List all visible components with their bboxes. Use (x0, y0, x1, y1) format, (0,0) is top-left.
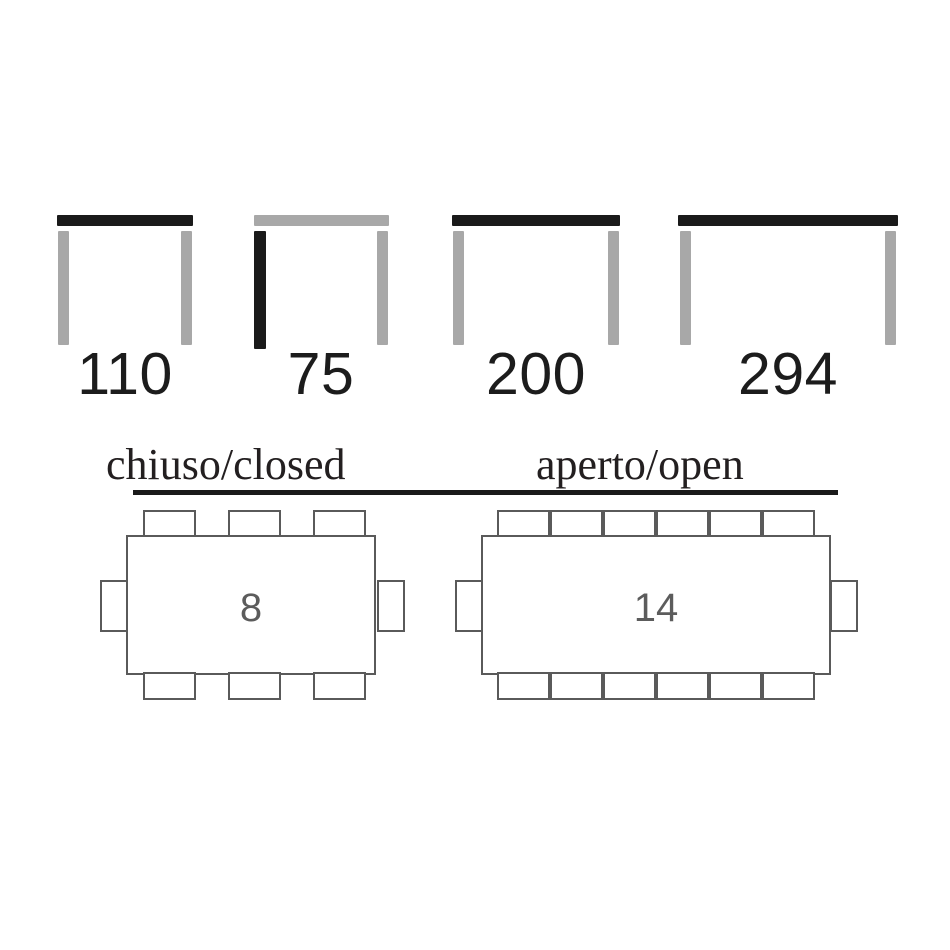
seat-top-3 (313, 510, 366, 538)
seat-bottom-1 (143, 672, 196, 700)
seat-bottom-2 (550, 672, 603, 700)
seat-top-6 (762, 510, 815, 538)
seat-left-1 (455, 580, 483, 632)
table-top-bar (452, 215, 620, 226)
seat-bottom-1 (497, 672, 550, 700)
seat-left-1 (100, 580, 128, 632)
seat-count-closed: 8 (239, 586, 263, 630)
seat-top-1 (497, 510, 550, 538)
seat-bottom-4 (656, 672, 709, 700)
seat-top-2 (228, 510, 281, 538)
elevation-height-75 (254, 215, 389, 349)
dimension-label-75: 75 (287, 341, 355, 407)
table-surface (126, 535, 376, 675)
seat-bottom-3 (603, 672, 656, 700)
table-leg-left (680, 231, 691, 345)
seat-bottom-3 (313, 672, 366, 700)
seat-bottom-2 (228, 672, 281, 700)
table-leg-right (377, 231, 388, 345)
table-leg-left (254, 231, 266, 349)
dimension-label-110: 110 (77, 341, 173, 407)
dimension-label-294: 294 (738, 341, 838, 407)
plan-closed: 8 (100, 505, 405, 700)
table-leg-right (885, 231, 896, 345)
dimension-label-200: 200 (486, 341, 586, 407)
table-top-bar (254, 215, 389, 226)
seat-top-3 (603, 510, 656, 538)
table-leg-right (608, 231, 619, 345)
table-surface (481, 535, 831, 675)
seat-bottom-6 (762, 672, 815, 700)
plan-open: 14 (455, 505, 858, 700)
seat-right-1 (377, 580, 405, 632)
caption-aperto-open: aperto/open (536, 440, 744, 489)
table-top-bar (57, 215, 193, 226)
caption-underline (133, 490, 838, 495)
table-leg-left (58, 231, 69, 345)
elevation-width-closed-200 (452, 215, 620, 345)
seat-right-1 (830, 580, 858, 632)
elevation-depth-110 (57, 215, 193, 345)
seat-top-2 (550, 510, 603, 538)
table-leg-left (453, 231, 464, 345)
seat-top-1 (143, 510, 196, 538)
seat-bottom-5 (709, 672, 762, 700)
table-leg-right (181, 231, 192, 345)
seat-top-4 (656, 510, 709, 538)
caption-chiuso-closed: chiuso/closed (106, 440, 346, 489)
seat-count-open: 14 (633, 586, 679, 630)
table-top-bar (678, 215, 898, 226)
elevation-width-open-294 (678, 215, 898, 345)
seat-top-5 (709, 510, 762, 538)
